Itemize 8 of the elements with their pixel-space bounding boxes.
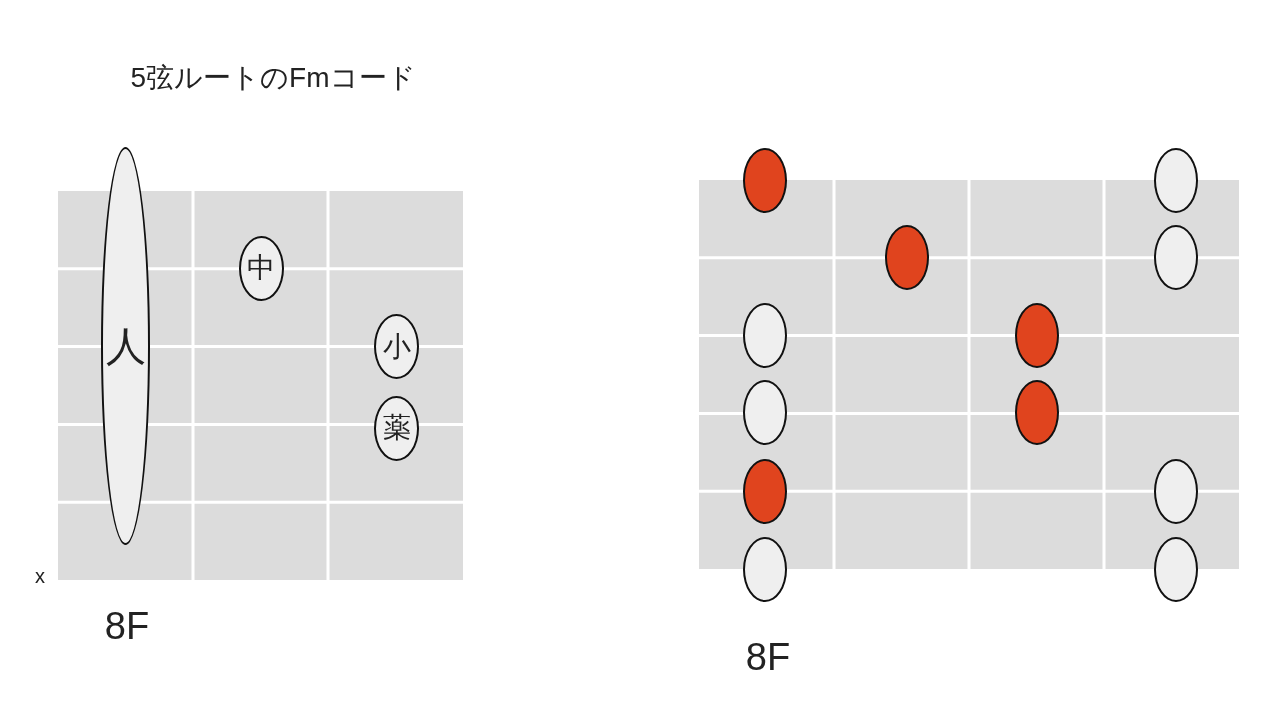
- finger-label: 小: [382, 332, 411, 361]
- fret-number: 8F: [104, 607, 150, 645]
- fret-number: 8F: [745, 638, 791, 676]
- finger-label: 人: [105, 325, 146, 366]
- finger-label: 薬: [382, 414, 411, 442]
- diagram-title: 5弦ルートのFmコード: [130, 64, 416, 92]
- finger-label: 中: [247, 254, 275, 282]
- muted-string-mark: x: [35, 566, 45, 586]
